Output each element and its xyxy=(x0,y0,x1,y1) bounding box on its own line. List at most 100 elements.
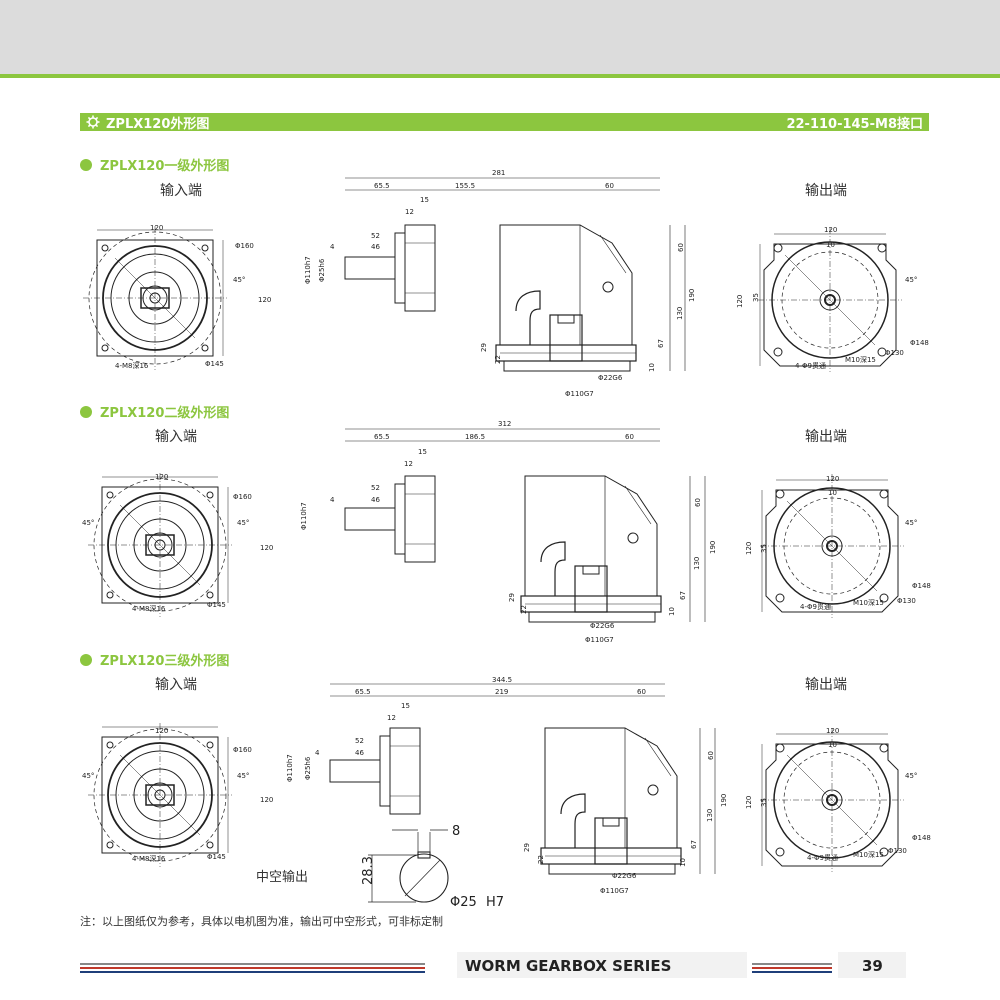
gearbox-body-3 xyxy=(540,727,682,875)
hollow-output-detail xyxy=(368,829,449,903)
dim-45deg-out: 45° xyxy=(905,772,917,780)
dim-29: 29 xyxy=(508,593,516,602)
dim-phi130: Φ130 xyxy=(885,349,904,357)
hollow-bore: Φ25 xyxy=(450,895,477,910)
dim-10-out: 10 xyxy=(826,241,835,249)
dim-phi160: Φ160 xyxy=(233,493,252,501)
dim-phi145: Φ145 xyxy=(205,360,224,368)
dim-phi25h: Φ25h6 xyxy=(318,258,326,282)
dim-m10: M10深15 xyxy=(853,598,884,607)
dim-22: 22 xyxy=(520,605,528,614)
dim-65: 65.5 xyxy=(355,688,371,696)
dim-52: 52 xyxy=(355,737,364,745)
dim-120-v: 120 xyxy=(260,544,273,552)
input-caption: 输入端 xyxy=(155,677,197,693)
dim-phi160: Φ160 xyxy=(235,242,254,250)
dim-m8: 4-M8深16 xyxy=(132,604,166,613)
dim-52: 52 xyxy=(371,232,380,240)
output-caption: 输出端 xyxy=(805,183,847,199)
dim-65: 65.5 xyxy=(374,433,390,441)
side-view-3 xyxy=(329,727,421,815)
key-width: 8 xyxy=(452,824,460,839)
dim-phi22: Φ22G6 xyxy=(612,872,637,880)
dim-67: 67 xyxy=(679,591,687,600)
bullet-icon xyxy=(80,653,92,666)
bullet-icon xyxy=(80,158,92,171)
dim-60-v: 60 xyxy=(694,498,702,507)
dim-130: 130 xyxy=(706,809,714,822)
dim-phi130: Φ130 xyxy=(888,847,907,855)
dim-120-out-v: 120 xyxy=(745,542,753,555)
dim-120: 120 xyxy=(155,473,168,481)
dim-10: 10 xyxy=(668,607,676,616)
dim-12: 12 xyxy=(404,460,413,468)
dim-holes: 4-Φ9贯通 xyxy=(807,853,838,862)
output-view-1 xyxy=(757,227,903,373)
dim-phi145: Φ145 xyxy=(207,601,226,609)
dim-15: 15 xyxy=(418,448,427,456)
input-view-2 xyxy=(87,472,233,618)
section-heading-3: ZPLX120三级外形图 xyxy=(80,650,229,669)
page-title: ZPLX120外形图 xyxy=(106,116,210,132)
input-caption: 输入端 xyxy=(155,429,197,445)
dim-45deg-out: 45° xyxy=(905,276,917,284)
dim-65: 65.5 xyxy=(374,182,390,190)
dim-phi148: Φ148 xyxy=(912,834,931,842)
footer-series: WORM GEARBOX SERIES xyxy=(465,957,672,975)
dim-phi160: Φ160 xyxy=(233,746,252,754)
dim-22: 22 xyxy=(537,855,545,864)
dim-mid: 219 xyxy=(495,688,508,696)
dim-190: 190 xyxy=(688,289,696,302)
dim-4: 4 xyxy=(330,243,335,251)
dim-m10: M10深15 xyxy=(845,355,876,364)
dim-52: 52 xyxy=(371,484,380,492)
dim-phi22: Φ22G6 xyxy=(598,374,623,382)
dim-29: 29 xyxy=(523,843,531,852)
dim-45deg-r: 45° xyxy=(237,772,249,780)
dim-130: 130 xyxy=(693,557,701,570)
dim-45deg: 45° xyxy=(82,519,94,527)
dim-m8: 4-M8深16 xyxy=(132,854,166,863)
dim-60: 60 xyxy=(605,182,614,190)
dim-phi110: Φ110G7 xyxy=(600,887,629,895)
dim-120-out-v: 120 xyxy=(745,796,753,809)
dim-35: 35 xyxy=(760,798,768,807)
section-title: ZPLX120三级外形图 xyxy=(100,654,230,669)
dim-45deg-r: 45° xyxy=(237,519,249,527)
dim-67: 67 xyxy=(690,840,698,849)
dim-60: 60 xyxy=(637,688,646,696)
dim-phi22: Φ22G6 xyxy=(590,622,615,630)
section-title: ZPLX120一级外形图 xyxy=(100,159,230,174)
dim-phi110: Φ110G7 xyxy=(565,390,594,398)
dim-holes: 4-Φ9贯通 xyxy=(795,361,826,370)
dim-46: 46 xyxy=(371,496,380,504)
hollow-tolerance: H7 xyxy=(486,895,504,910)
dim-10-out: 10 xyxy=(828,489,837,497)
page-number: 39 xyxy=(862,957,883,975)
hollow-caption: 中空输出 xyxy=(256,870,309,885)
dim-120-out: 120 xyxy=(826,475,839,483)
dim-45deg-out: 45° xyxy=(905,519,917,527)
input-view-1 xyxy=(82,225,228,371)
dim-120-out-v: 120 xyxy=(736,295,744,308)
gear-icon xyxy=(86,115,100,129)
footer-stripes-left xyxy=(80,963,425,975)
dim-35: 35 xyxy=(760,544,768,553)
footer-stripes-right xyxy=(752,963,832,975)
dim-45deg: 45° xyxy=(82,772,94,780)
dim-mid: 186.5 xyxy=(465,433,485,441)
page-number-box xyxy=(838,952,906,978)
dim-130: 130 xyxy=(676,307,684,320)
dim-total: 344.5 xyxy=(492,676,512,684)
dim-phi110h: Φ110h7 xyxy=(304,256,312,284)
output-caption: 输出端 xyxy=(805,677,847,693)
dim-15: 15 xyxy=(401,702,410,710)
side-view-1 xyxy=(344,224,436,312)
section-title: ZPLX120二级外形图 xyxy=(100,406,230,421)
dim-12: 12 xyxy=(405,208,414,216)
dim-10-out: 10 xyxy=(828,741,837,749)
dim-total: 281 xyxy=(492,169,505,177)
dim-120-out: 120 xyxy=(826,727,839,735)
dim-10: 10 xyxy=(648,363,656,372)
